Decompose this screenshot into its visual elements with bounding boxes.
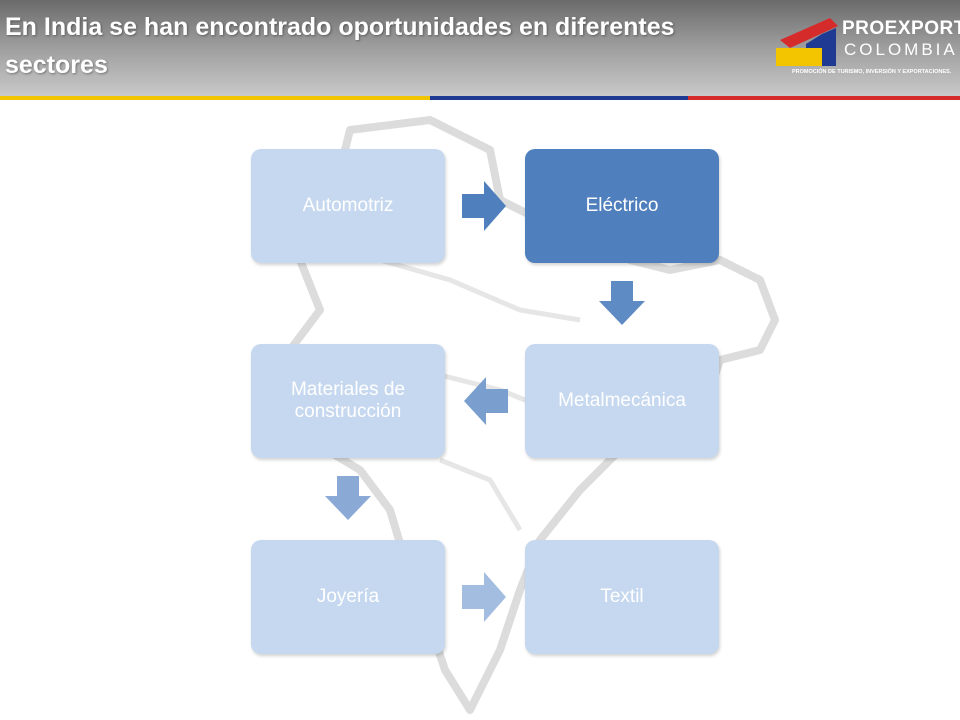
proexport-logo: PROEXPORT COLOMBIA PROMOCIÓN DE TURISMO,… bbox=[770, 12, 960, 84]
node-label: Eléctrico bbox=[585, 195, 659, 216]
node-label: Joyería bbox=[316, 586, 380, 607]
stripe-yellow bbox=[0, 96, 430, 100]
node-joyeria: Joyería bbox=[251, 540, 445, 654]
node-label: Automotriz bbox=[302, 195, 394, 216]
node-label: Textil bbox=[600, 586, 644, 607]
arrow-right-icon bbox=[462, 572, 506, 622]
arrow-left-icon bbox=[464, 377, 508, 425]
stripe-blue bbox=[430, 96, 688, 100]
slide-title: En India se han encontrado oportunidades… bbox=[5, 13, 675, 79]
stripe-red bbox=[688, 96, 960, 100]
node-materiales-construccion: Materiales de construcción bbox=[251, 344, 445, 458]
arrow-right-icon bbox=[462, 181, 506, 231]
node-electrico: Eléctrico bbox=[525, 149, 719, 263]
node-metalmecanica: Metalmecánica bbox=[525, 344, 719, 458]
arrow-down-icon bbox=[599, 281, 645, 325]
node-label: Metalmecánica bbox=[558, 390, 686, 411]
node-automotriz: Automotriz bbox=[251, 149, 445, 263]
node-textil: Textil bbox=[525, 540, 719, 654]
house-logo-icon bbox=[776, 18, 838, 66]
logo-tagline: PROMOCIÓN DE TURISMO, INVERSIÓN Y EXPORT… bbox=[792, 69, 952, 75]
arrow-down-icon bbox=[325, 476, 371, 520]
logo-country: COLOMBIA bbox=[844, 40, 958, 59]
node-label: Materiales de construcción bbox=[290, 379, 406, 422]
slide-header: En India se han encontrado oportunidades… bbox=[0, 0, 960, 96]
logo-name: PROEXPORT bbox=[842, 18, 960, 39]
